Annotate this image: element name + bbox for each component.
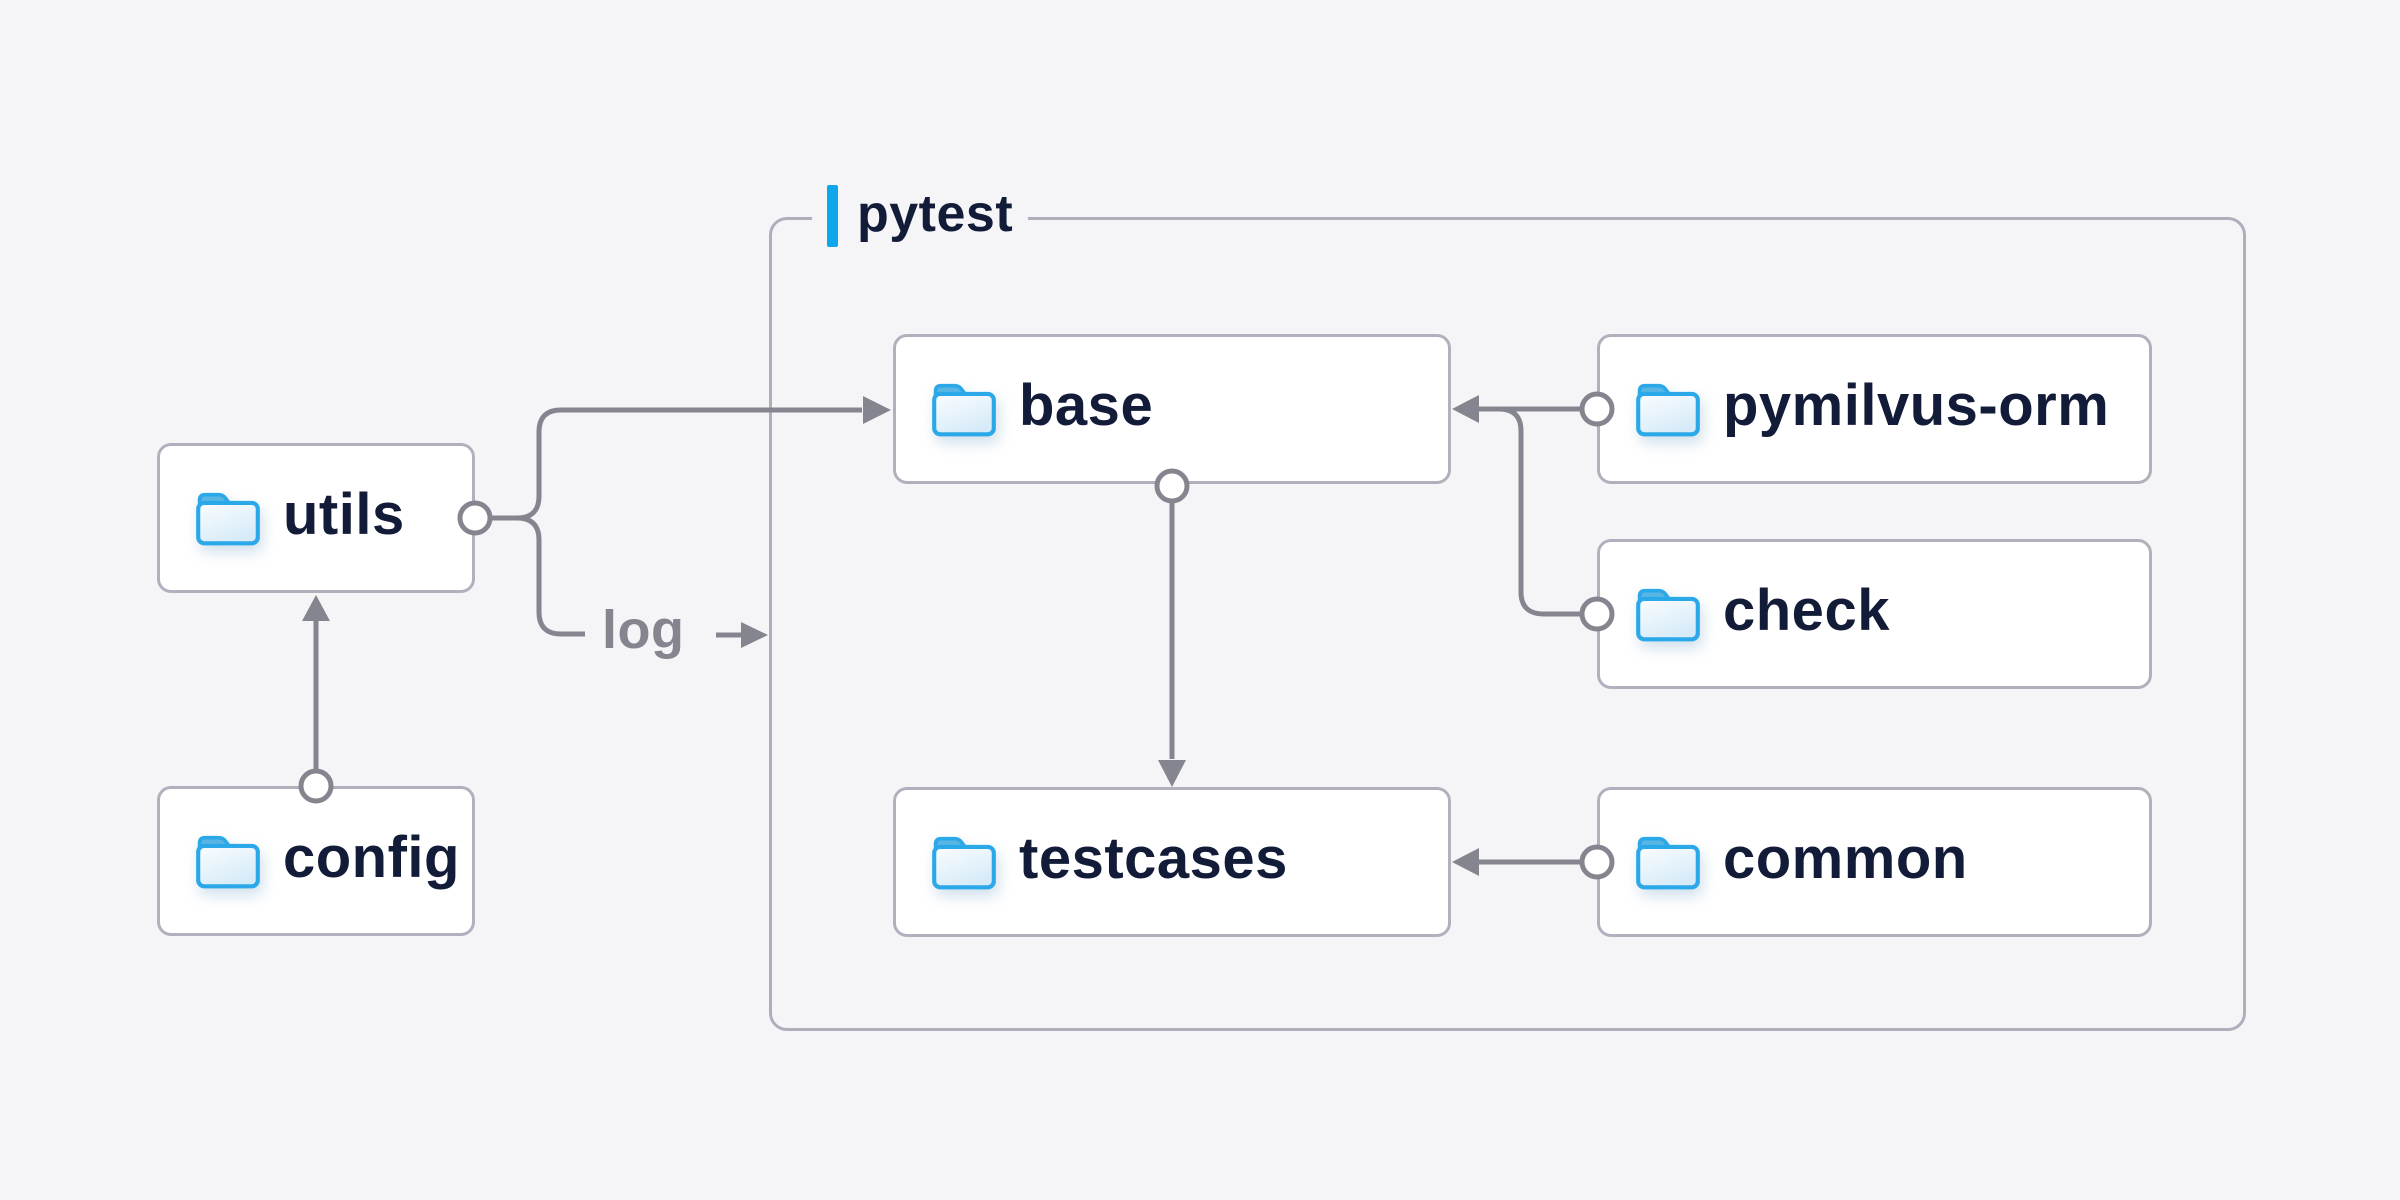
node-testcases: testcases bbox=[893, 787, 1451, 937]
node-label: utils bbox=[283, 482, 405, 547]
folder-icon bbox=[1636, 383, 1700, 436]
pytest-group-container bbox=[769, 217, 2246, 1031]
node-common: common bbox=[1597, 787, 2152, 937]
node-utils: utils bbox=[157, 443, 475, 593]
node-base: base bbox=[893, 334, 1451, 484]
pytest-group-label: pytest bbox=[812, 183, 1029, 249]
node-check: check bbox=[1597, 539, 2152, 689]
edge-config-to-utils bbox=[302, 595, 330, 771]
edge-label-log: log bbox=[602, 600, 685, 660]
folder-icon bbox=[932, 383, 996, 436]
folder-icon bbox=[1636, 836, 1700, 889]
arrowhead-up-icon bbox=[302, 595, 330, 621]
node-label: check bbox=[1723, 578, 1890, 643]
folder-icon bbox=[1636, 588, 1700, 641]
node-label: common bbox=[1723, 826, 1968, 891]
accent-bar-icon bbox=[827, 185, 838, 247]
node-config: config bbox=[157, 786, 475, 936]
folder-icon bbox=[932, 836, 996, 889]
edge-utils-to-log bbox=[516, 515, 585, 637]
edge-log-to-pytest bbox=[716, 622, 768, 648]
node-pymilvus-orm: pymilvus-orm bbox=[1597, 334, 2152, 484]
folder-icon bbox=[196, 492, 260, 545]
folder-icon bbox=[196, 835, 260, 888]
group-title: pytest bbox=[857, 185, 1014, 243]
node-label: base bbox=[1019, 373, 1154, 438]
node-label: pymilvus-orm bbox=[1723, 373, 2110, 438]
node-label: config bbox=[283, 825, 460, 890]
node-label: testcases bbox=[1019, 826, 1288, 891]
arrowhead-right-icon bbox=[741, 622, 768, 648]
